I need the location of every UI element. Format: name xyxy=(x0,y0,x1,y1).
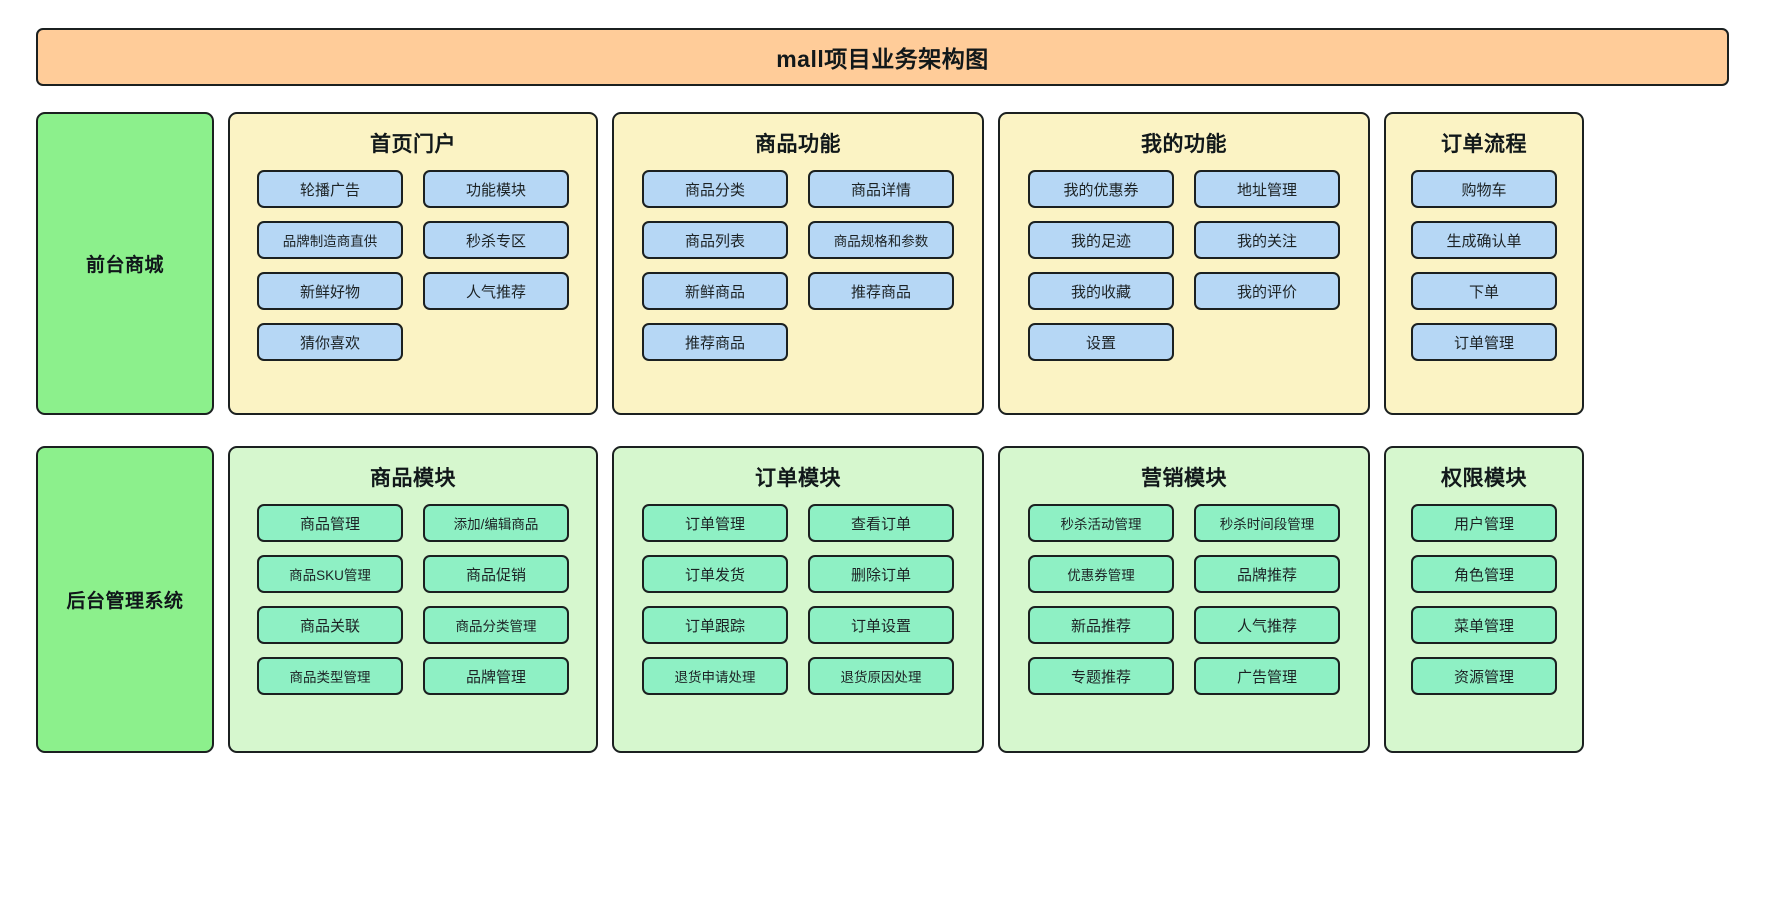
node-item[interactable]: 我的收藏 xyxy=(1028,272,1174,310)
node-item[interactable]: 我的评价 xyxy=(1194,272,1340,310)
node-item[interactable]: 品牌管理 xyxy=(423,657,569,695)
node-item[interactable]: 我的优惠券 xyxy=(1028,170,1174,208)
group-title-marketing-module: 营销模块 xyxy=(1141,467,1227,490)
group-order-flow: 订单流程 购物车 生成确认单 下单 订单管理 xyxy=(1384,112,1584,415)
node-item[interactable]: 广告管理 xyxy=(1194,657,1340,695)
group-title-permission-module: 权限模块 xyxy=(1441,467,1527,490)
node-item[interactable]: 人气推荐 xyxy=(1194,606,1340,644)
group-grid-my-features: 我的优惠券 地址管理 我的足迹 我的关注 我的收藏 我的评价 设置 xyxy=(1018,170,1350,361)
node-item[interactable]: 品牌制造商直供 xyxy=(257,221,403,259)
node-item[interactable]: 人气推荐 xyxy=(423,272,569,310)
group-grid-product-features: 商品分类 商品详情 商品列表 商品规格和参数 新鲜商品 推荐商品 推荐商品 xyxy=(632,170,964,361)
group-permission-module: 权限模块 用户管理 角色管理 菜单管理 资源管理 xyxy=(1384,446,1584,753)
group-my-features: 我的功能 我的优惠券 地址管理 我的足迹 我的关注 我的收藏 我的评价 设置 xyxy=(998,112,1370,415)
node-item[interactable]: 添加/编辑商品 xyxy=(423,504,569,542)
node-item[interactable]: 商品分类 xyxy=(642,170,788,208)
node-item[interactable]: 秒杀活动管理 xyxy=(1028,504,1174,542)
node-item[interactable]: 用户管理 xyxy=(1411,504,1557,542)
node-item[interactable]: 订单设置 xyxy=(808,606,954,644)
node-item[interactable]: 品牌推荐 xyxy=(1194,555,1340,593)
node-item[interactable]: 优惠券管理 xyxy=(1028,555,1174,593)
node-item[interactable]: 订单管理 xyxy=(1411,323,1557,361)
group-title-product-features: 商品功能 xyxy=(755,133,841,156)
group-grid-marketing-module: 秒杀活动管理 秒杀时间段管理 优惠券管理 品牌推荐 新品推荐 人气推荐 专题推荐… xyxy=(1018,504,1350,695)
group-product-module: 商品模块 商品管理 添加/编辑商品 商品SKU管理 商品促销 商品关联 商品分类… xyxy=(228,446,598,753)
side-label-frontend: 前台商城 xyxy=(36,112,214,415)
node-item[interactable]: 商品列表 xyxy=(642,221,788,259)
group-homepage-portal: 首页门户 轮播广告 功能模块 品牌制造商直供 秒杀专区 新鲜好物 人气推荐 猜你… xyxy=(228,112,598,415)
group-marketing-module: 营销模块 秒杀活动管理 秒杀时间段管理 优惠券管理 品牌推荐 新品推荐 人气推荐… xyxy=(998,446,1370,753)
side-label-backend-text: 后台管理系统 xyxy=(66,591,184,612)
node-item[interactable]: 推荐商品 xyxy=(808,272,954,310)
node-item[interactable]: 新鲜商品 xyxy=(642,272,788,310)
group-grid-order-flow: 购物车 生成确认单 下单 订单管理 xyxy=(1404,170,1564,361)
node-item[interactable]: 推荐商品 xyxy=(642,323,788,361)
node-item[interactable]: 退货原因处理 xyxy=(808,657,954,695)
group-title-order-flow: 订单流程 xyxy=(1441,133,1527,156)
group-grid-product-module: 商品管理 添加/编辑商品 商品SKU管理 商品促销 商品关联 商品分类管理 商品… xyxy=(248,504,578,695)
node-item[interactable]: 商品促销 xyxy=(423,555,569,593)
group-title-order-module: 订单模块 xyxy=(755,467,841,490)
group-product-features: 商品功能 商品分类 商品详情 商品列表 商品规格和参数 新鲜商品 推荐商品 推荐… xyxy=(612,112,984,415)
node-item[interactable]: 猜你喜欢 xyxy=(257,323,403,361)
node-item[interactable]: 我的足迹 xyxy=(1028,221,1174,259)
node-item[interactable]: 地址管理 xyxy=(1194,170,1340,208)
node-item[interactable]: 下单 xyxy=(1411,272,1557,310)
node-item[interactable]: 退货申请处理 xyxy=(642,657,788,695)
node-item[interactable]: 订单发货 xyxy=(642,555,788,593)
node-item[interactable]: 新鲜好物 xyxy=(257,272,403,310)
node-item[interactable]: 查看订单 xyxy=(808,504,954,542)
node-item[interactable]: 商品详情 xyxy=(808,170,954,208)
diagram-title: mall项目业务架构图 xyxy=(776,46,989,72)
architecture-diagram: mall项目业务架构图 前台商城 首页门户 轮播广告 功能模块 品牌制造商直供 … xyxy=(0,28,1765,910)
node-item[interactable]: 新品推荐 xyxy=(1028,606,1174,644)
node-item[interactable]: 商品关联 xyxy=(257,606,403,644)
side-label-frontend-text: 前台商城 xyxy=(85,255,164,276)
side-label-backend: 后台管理系统 xyxy=(36,446,214,753)
diagram-title-banner: mall项目业务架构图 xyxy=(36,28,1729,86)
node-item[interactable]: 购物车 xyxy=(1411,170,1557,208)
node-item[interactable]: 删除订单 xyxy=(808,555,954,593)
group-grid-homepage-portal: 轮播广告 功能模块 品牌制造商直供 秒杀专区 新鲜好物 人气推荐 猜你喜欢 xyxy=(248,170,578,361)
node-item[interactable]: 功能模块 xyxy=(423,170,569,208)
node-item[interactable]: 资源管理 xyxy=(1411,657,1557,695)
group-title-homepage-portal: 首页门户 xyxy=(370,133,456,156)
node-item[interactable]: 订单管理 xyxy=(642,504,788,542)
node-item[interactable]: 角色管理 xyxy=(1411,555,1557,593)
group-title-my-features: 我的功能 xyxy=(1141,133,1227,156)
node-item[interactable]: 轮播广告 xyxy=(257,170,403,208)
node-item[interactable]: 商品规格和参数 xyxy=(808,221,954,259)
node-item[interactable]: 我的关注 xyxy=(1194,221,1340,259)
node-item[interactable]: 设置 xyxy=(1028,323,1174,361)
row-frontend: 前台商城 首页门户 轮播广告 功能模块 品牌制造商直供 秒杀专区 新鲜好物 人气… xyxy=(36,112,1729,415)
group-title-product-module: 商品模块 xyxy=(370,467,456,490)
row-backend: 后台管理系统 商品模块 商品管理 添加/编辑商品 商品SKU管理 商品促销 商品… xyxy=(36,446,1729,753)
group-grid-permission-module: 用户管理 角色管理 菜单管理 资源管理 xyxy=(1404,504,1564,695)
node-item[interactable]: 商品SKU管理 xyxy=(257,555,403,593)
group-order-module: 订单模块 订单管理 查看订单 订单发货 删除订单 订单跟踪 订单设置 退货申请处… xyxy=(612,446,984,753)
node-item[interactable]: 秒杀专区 xyxy=(423,221,569,259)
node-item[interactable]: 订单跟踪 xyxy=(642,606,788,644)
node-item[interactable]: 生成确认单 xyxy=(1411,221,1557,259)
node-item[interactable]: 商品分类管理 xyxy=(423,606,569,644)
node-item[interactable]: 商品管理 xyxy=(257,504,403,542)
group-grid-order-module: 订单管理 查看订单 订单发货 删除订单 订单跟踪 订单设置 退货申请处理 退货原… xyxy=(632,504,964,695)
node-item[interactable]: 菜单管理 xyxy=(1411,606,1557,644)
node-item[interactable]: 秒杀时间段管理 xyxy=(1194,504,1340,542)
node-item[interactable]: 专题推荐 xyxy=(1028,657,1174,695)
node-item[interactable]: 商品类型管理 xyxy=(257,657,403,695)
